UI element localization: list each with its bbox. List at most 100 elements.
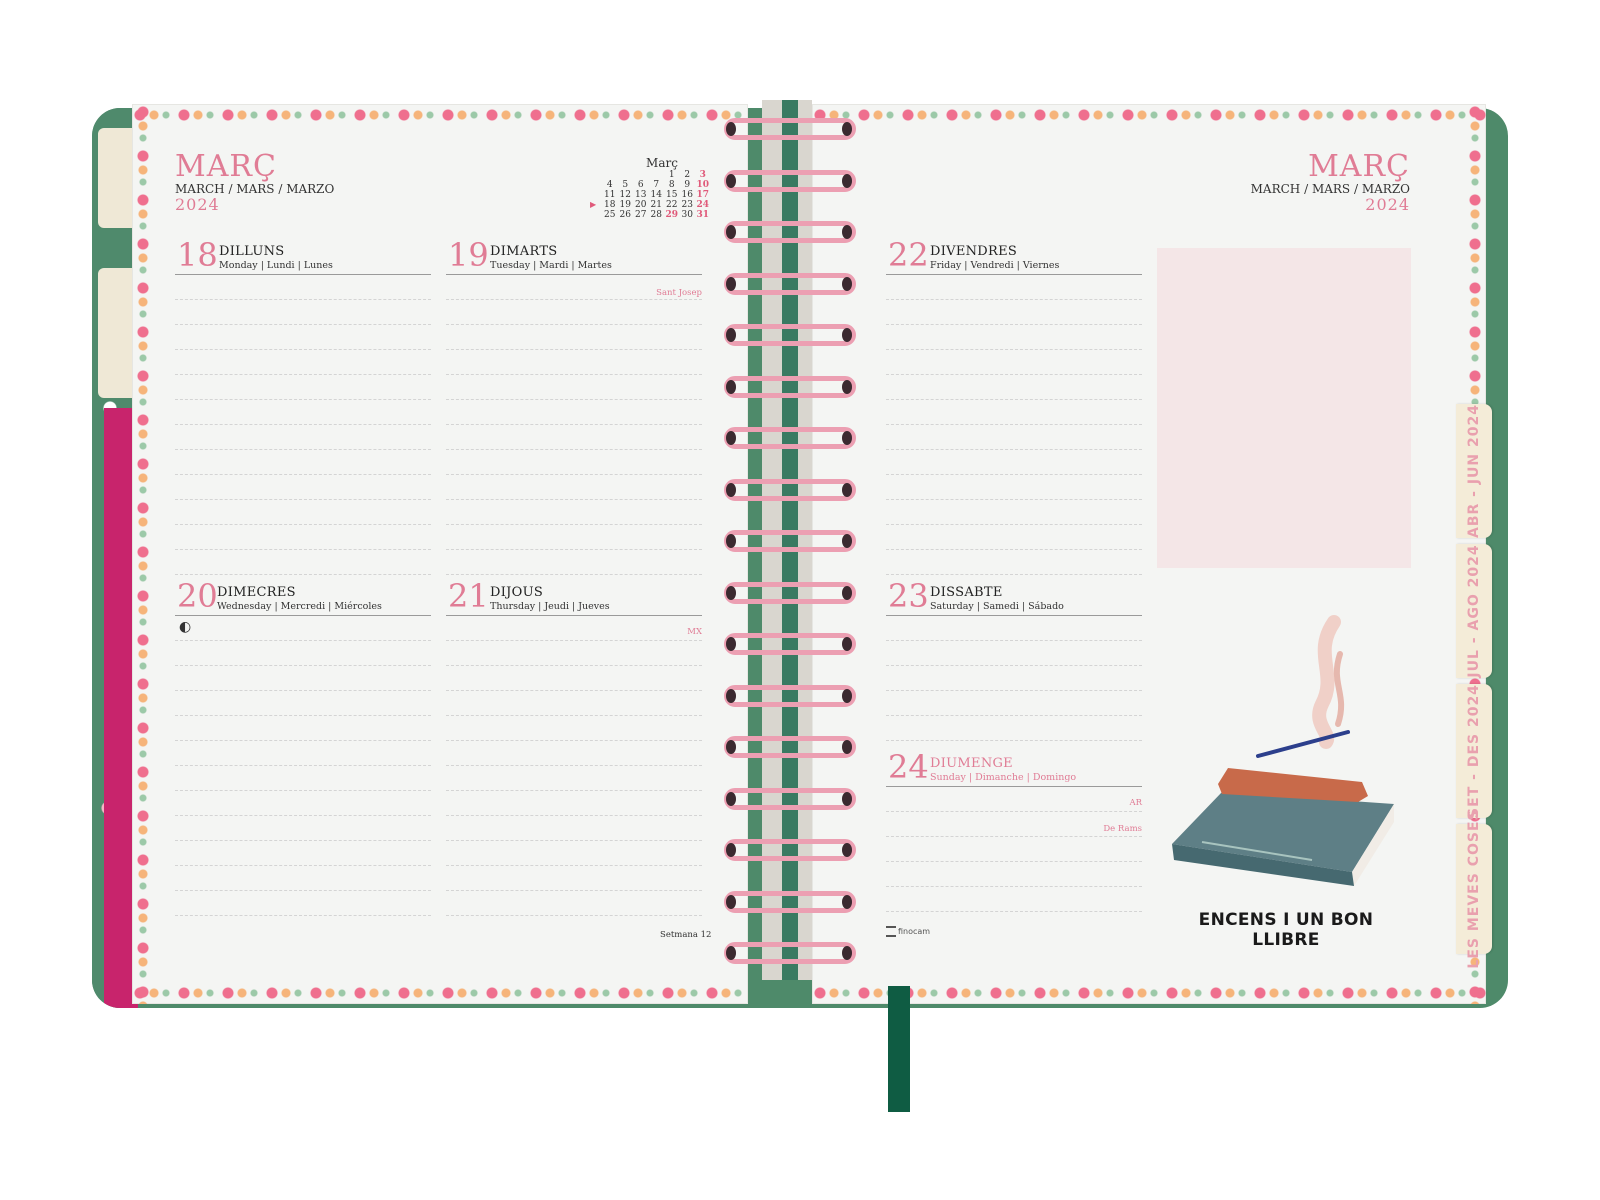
mini-calendar-day: 10 (696, 180, 710, 190)
day-header: 23 DISSABTE Saturday | Samedi | Sábado (886, 577, 1142, 616)
day-block-21[interactable]: 21 DIJOUS Thursday | Jeudi | Jueves MX (446, 577, 702, 916)
day-block-18[interactable]: 18 DILLUNS Monday | Lundi | Lunes (175, 238, 431, 575)
brand-logo: finocam (886, 926, 930, 937)
spiral-ring (724, 736, 856, 758)
day-writing-lines[interactable] (446, 616, 702, 916)
ring-hole (842, 431, 852, 445)
spiral-ring (724, 890, 856, 913)
left-divider-tab (98, 268, 134, 398)
day-note: AR (1129, 798, 1142, 808)
day-writing-lines[interactable] (886, 616, 1142, 741)
floral-border-top (812, 104, 1486, 126)
mini-calendar-day: 29 (665, 210, 679, 220)
mini-calendar-day: 15 (666, 190, 678, 200)
smoke-wisp-icon (1333, 651, 1345, 727)
day-number: 21 (448, 577, 489, 615)
tab-les-meves-coses[interactable]: LES MEVES COSES (1456, 809, 1492, 969)
ring-hole (842, 894, 852, 909)
spiral-ring (724, 272, 856, 295)
spiral-ring (724, 478, 856, 501)
current-week-marker-icon: ▶ (590, 200, 597, 209)
year-label: 2024 (175, 195, 220, 214)
spiral-ring (724, 221, 856, 243)
incense-book-illustration (1172, 615, 1394, 886)
photo-placeholder[interactable] (1157, 248, 1411, 568)
day-name: DIJOUS (490, 585, 544, 600)
month-header: MARÇ MARCH / MARS / MARZO 2024 (1251, 152, 1410, 214)
ring-hole (726, 894, 736, 909)
day-block-19[interactable]: 19 DIMARTS Tuesday | Mardi | Martes Sant… (446, 236, 702, 575)
tab-jul-ago[interactable]: JUL - AGO 2024 (1456, 544, 1492, 678)
floral-border-left (132, 104, 154, 1004)
tab-set-des[interactable]: SET - DES 2024 (1456, 684, 1492, 818)
book-icon (1172, 792, 1394, 872)
day-note: De Rams (1103, 824, 1142, 834)
month-subtitle: MARCH / MARS / MARZO (175, 182, 335, 196)
ring-hole (842, 688, 852, 703)
ring-hole (842, 482, 852, 497)
right-page: MARÇ MARCH / MARS / MARZO 2024 22 DIVEND… (812, 104, 1486, 1004)
mini-calendar-day: 7 (653, 180, 660, 190)
day-writing-lines[interactable] (175, 616, 431, 916)
day-writing-lines[interactable] (446, 275, 702, 575)
mini-calendar-day: 5 (622, 180, 629, 190)
spiral-ring (724, 427, 856, 449)
ring-hole (842, 843, 852, 857)
day-header: 20 DIMECRES Wednesday | Mercredi | Miérc… (175, 577, 431, 616)
tab-label: SET - DES 2024 (1466, 684, 1482, 818)
day-translations: Sunday | Dimanche | Domingo (930, 772, 1077, 783)
ring-hole (726, 946, 736, 960)
mini-calendar-day: 27 (635, 210, 647, 220)
day-number: 19 (448, 236, 489, 274)
mini-calendar-day: 13 (635, 190, 647, 200)
mini-calendar-day: 21 (650, 200, 662, 210)
ring-hole (726, 122, 736, 136)
tab-label: ABR - JUN 2024 (1466, 404, 1482, 538)
spiral-ring (724, 633, 856, 655)
mini-calendar-day (649, 170, 665, 180)
smoke-icon (1312, 615, 1341, 749)
spiral-ring (724, 581, 856, 604)
left-divider-tab (98, 128, 134, 228)
day-block-24[interactable]: 24 DIUMENGE Sunday | Dimanche | Domingo … (886, 750, 1142, 912)
tab-abr-jun[interactable]: ABR - JUN 2024 (1456, 404, 1492, 538)
ring-hole (842, 534, 852, 548)
mini-calendar-day: 4 (606, 180, 613, 190)
ring-hole (842, 276, 852, 291)
mini-calendar-title: Març (646, 156, 678, 170)
day-number: 20 (177, 577, 218, 615)
spiral-ring (724, 324, 856, 346)
mini-calendar-day: 2 (684, 170, 691, 180)
day-block-22[interactable]: 22 DIVENDRES Friday | Vendredi | Viernes (886, 238, 1142, 575)
ribbon-bookmark[interactable] (888, 986, 910, 1112)
day-number: 23 (888, 577, 929, 615)
day-block-20[interactable]: 20 DIMECRES Wednesday | Mercredi | Miérc… (175, 577, 431, 916)
day-name: DIVENDRES (930, 244, 1018, 259)
mini-calendar-day: 28 (650, 210, 662, 220)
day-writing-lines[interactable] (175, 275, 431, 575)
day-writing-lines[interactable] (886, 787, 1142, 912)
spiral-ring (724, 684, 856, 707)
day-translations: Friday | Vendredi | Viernes (930, 260, 1060, 271)
mini-calendar-day: 17 (696, 190, 710, 200)
month-header: MARÇ MARCH / MARS / MARZO 2024 (175, 152, 334, 214)
spiral-ring (724, 530, 856, 552)
ring-hole (842, 328, 852, 342)
day-name: DISSABTE (930, 585, 1003, 600)
incense-holder-icon (1218, 768, 1368, 802)
day-name: DIMECRES (217, 585, 296, 600)
month-title: MARÇ (175, 149, 277, 184)
day-block-23[interactable]: 23 DISSABTE Saturday | Samedi | Sábado (886, 577, 1142, 741)
floral-border-bottom (132, 982, 748, 1004)
mini-calendar-day: 23 (681, 200, 693, 210)
mini-calendar-day: 12 (619, 190, 631, 200)
ring-hole (726, 431, 736, 445)
day-header: 24 DIUMENGE Sunday | Dimanche | Domingo (886, 750, 1142, 787)
day-header: 22 DIVENDRES Friday | Vendredi | Viernes (886, 238, 1142, 275)
day-note: Sant Josep (656, 288, 702, 298)
spine-pattern (782, 100, 798, 980)
day-name: DIUMENGE (930, 756, 1013, 771)
mini-calendar-day: 20 (635, 200, 647, 210)
day-writing-lines[interactable] (886, 275, 1142, 575)
mini-calendar-day (602, 170, 618, 180)
